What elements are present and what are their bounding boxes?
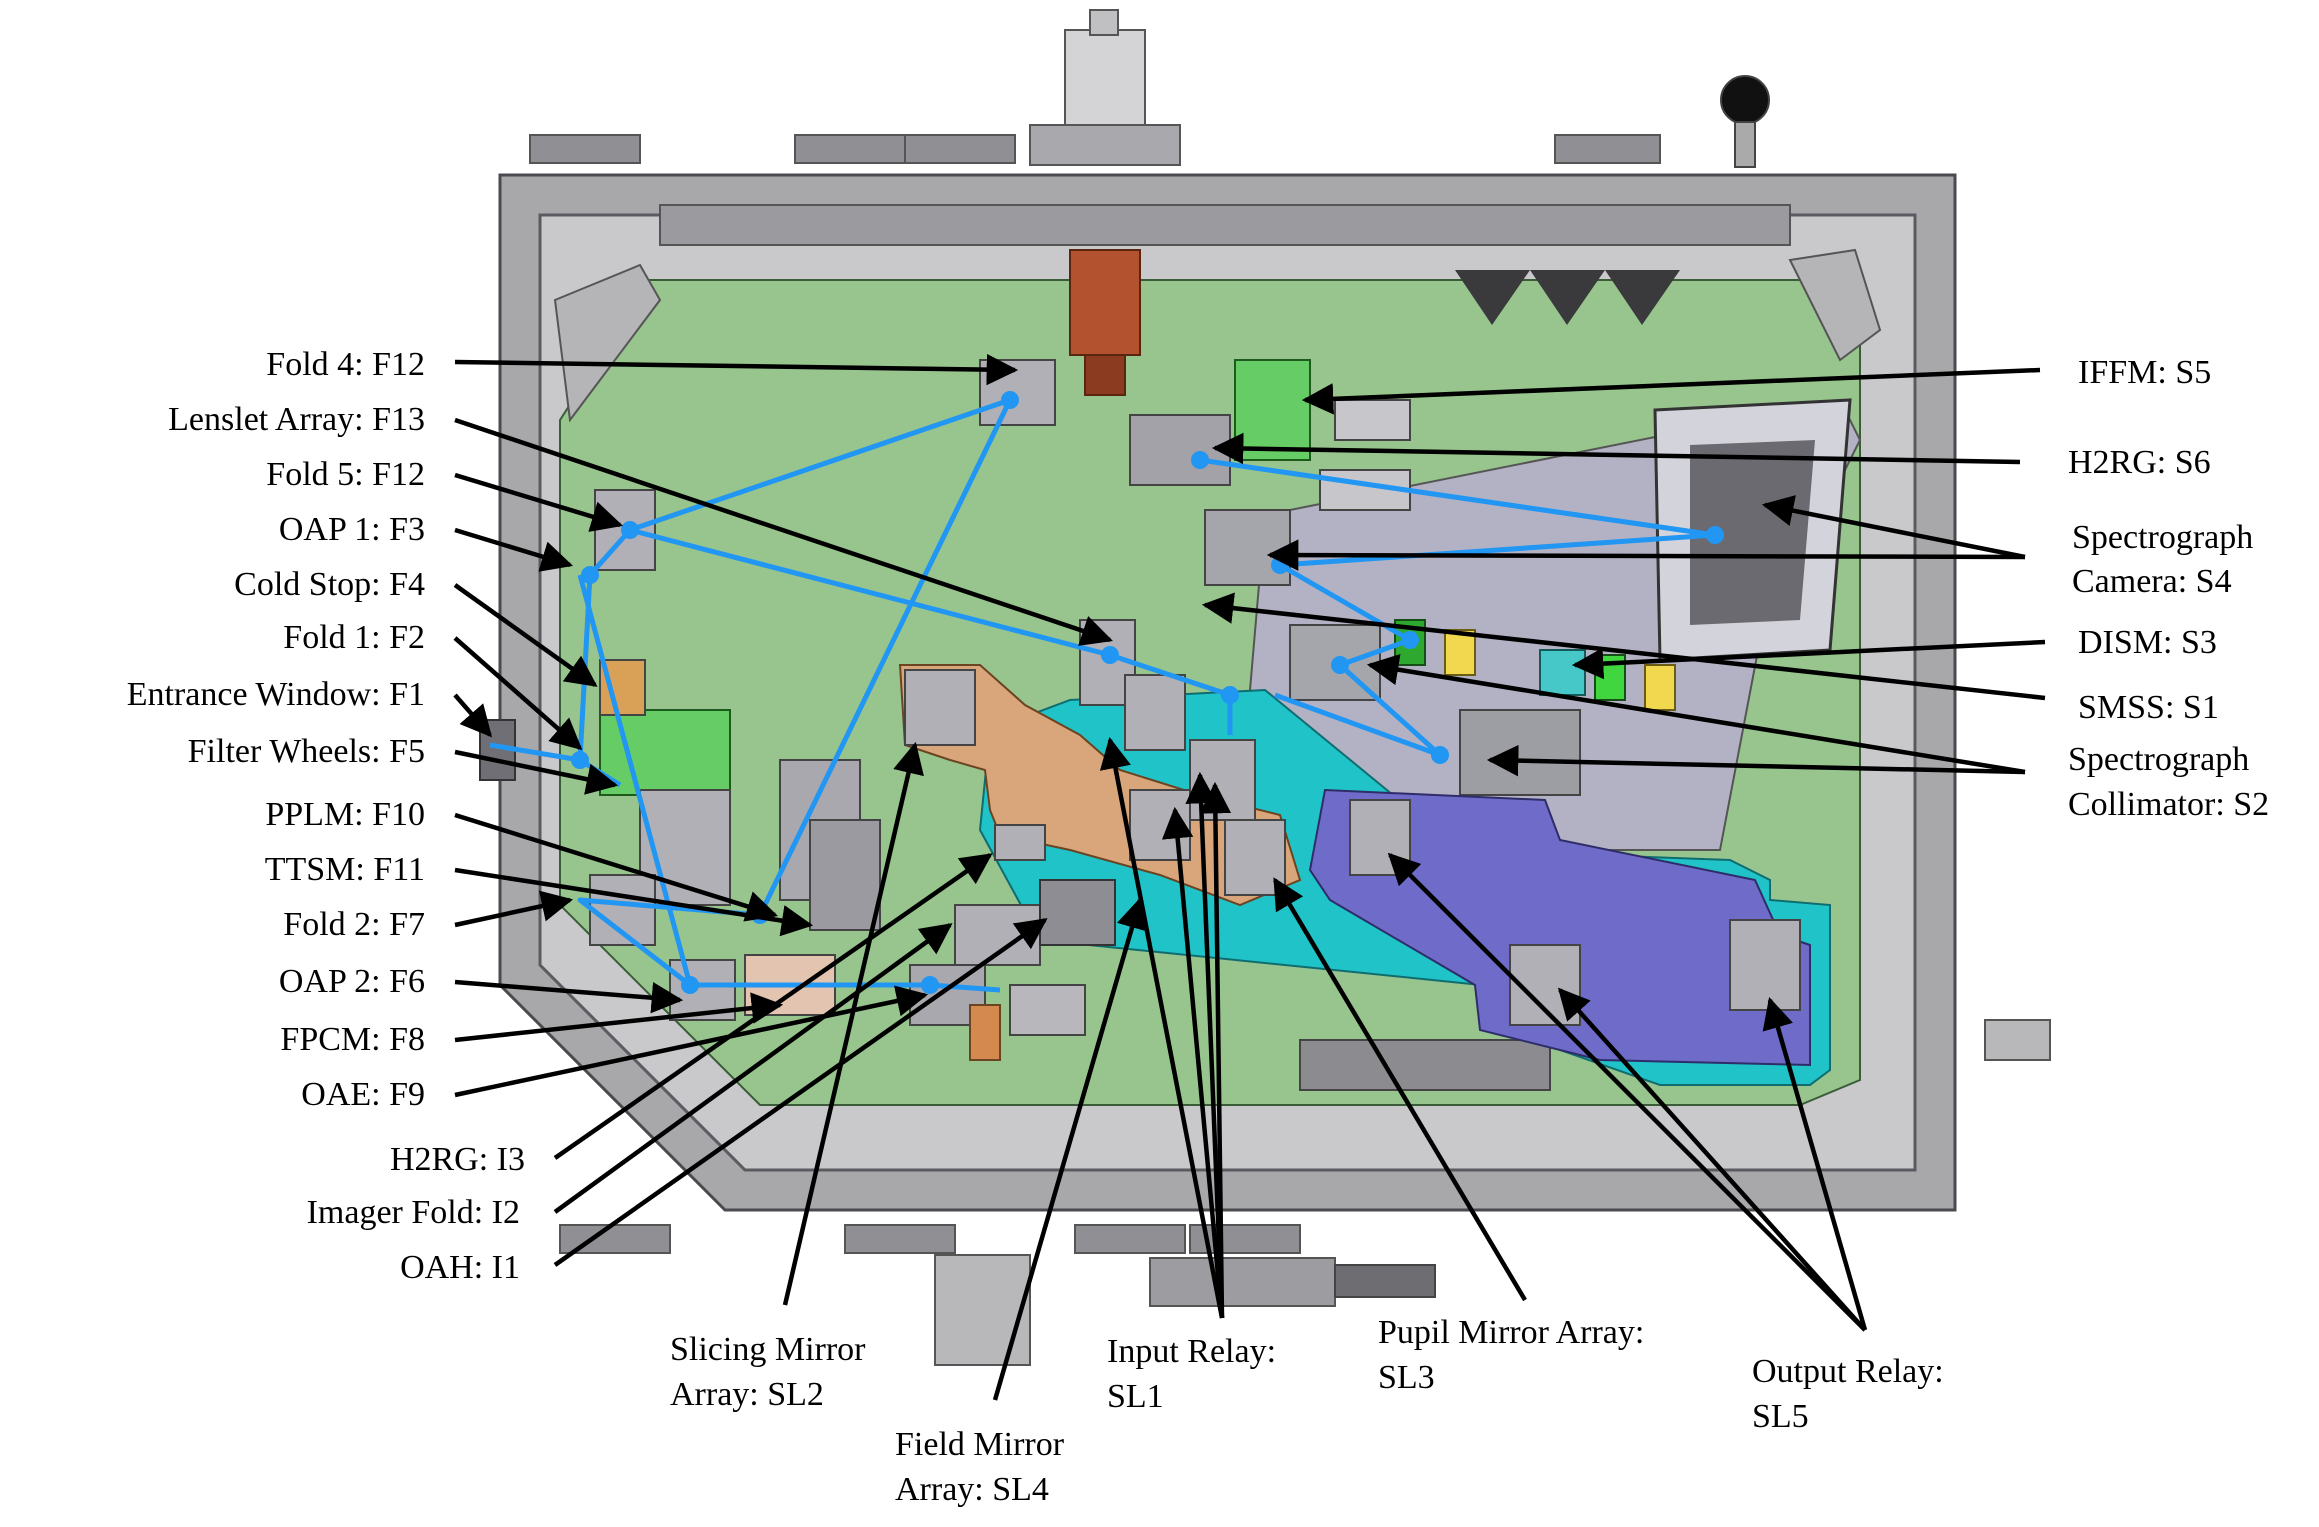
bottom-pump (934, 1254, 1031, 1366)
label-field-mirror-line2: Array: SL4 (895, 1471, 1049, 1508)
label-oah: OAH: I1 (400, 1249, 520, 1286)
label-lenslet-array: Lenslet Array: F13 (168, 401, 425, 438)
label-pplm: PPLM: F10 (265, 796, 425, 833)
h2rg-s6-tube (1334, 399, 1411, 441)
label-oap2: OAP 2: F6 (279, 963, 425, 1000)
smss-element (1539, 649, 1586, 696)
beam-nodes (571, 391, 1724, 994)
slicer-plate-orange (898, 664, 1302, 907)
label-slicing-mirror-line2: Array: SL2 (670, 1376, 824, 1413)
label-spec-collimator-line2: Collimator: S2 (2068, 786, 2269, 823)
slicer-region (898, 619, 1831, 1086)
label-oae: OAE: F9 (301, 1076, 425, 1113)
label-pupil-mirror-line1: Pupil Mirror Array: (1378, 1314, 1644, 1351)
label-input-relay-line2: SL1 (1107, 1378, 1164, 1415)
entrance-port (1069, 249, 1141, 396)
label-spec-camera-line1: Spectrograph (2072, 519, 2253, 556)
label-fold5: Fold 5: F12 (266, 456, 425, 493)
imager-elbow (969, 1004, 1001, 1061)
label-output-relay-line2: SL5 (1752, 1398, 1809, 1435)
label-filter-wheels: Filter Wheels: F5 (188, 733, 425, 770)
left-labels: Fold 4: F12 Lenslet Array: F13 Fold 5: F… (127, 346, 525, 1286)
label-fold4: Fold 4: F12 (266, 346, 425, 383)
slicer-mounts (904, 619, 1801, 1026)
label-smss: SMSS: S1 (2078, 689, 2219, 726)
label-fold2: Fold 2: F7 (283, 906, 425, 943)
ttsm-mount (809, 819, 881, 931)
fore-optics-region (479, 359, 1116, 1061)
label-input-relay-line1: Input Relay: (1107, 1333, 1276, 1370)
label-output-relay-line1: Output Relay: (1752, 1353, 1944, 1390)
dism-element-2 (1444, 629, 1476, 676)
top-flanges (529, 134, 1661, 1254)
top-right-valve (1720, 75, 1770, 168)
label-pupil-mirror-line2: SL3 (1378, 1359, 1435, 1396)
bottom-actuator (1334, 1264, 1436, 1298)
top-rail (659, 204, 1791, 246)
h2rg-i3-mount (1039, 879, 1116, 946)
label-dism: DISM: S3 (2078, 624, 2217, 661)
bottom-linkage (1149, 1257, 1336, 1307)
label-ttsm: TTSM: F11 (265, 851, 425, 888)
spec-camera-mount (1204, 509, 1291, 586)
label-fold1: Fold 1: F2 (283, 619, 425, 656)
collimator-mount (1459, 709, 1581, 796)
label-oap1: OAP 1: F3 (279, 511, 425, 548)
label-field-mirror-line1: Field Mirror (895, 1426, 1065, 1463)
top-pump (1029, 9, 1181, 166)
iffm-module (1234, 359, 1311, 461)
corner-brackets (553, 248, 1882, 423)
bottom-baffle (1299, 1039, 1551, 1091)
label-iffm: IFFM: S5 (2078, 354, 2211, 391)
label-h2rg-i3: H2RG: I3 (390, 1141, 525, 1178)
imager-tube (1009, 984, 1086, 1036)
label-h2rg-s6: H2RG: S6 (2068, 444, 2211, 481)
label-entrance-window: Entrance Window: F1 (127, 676, 425, 713)
bottom-labels: Slicing Mirror Array: SL2 Field Mirror A… (670, 1314, 1944, 1508)
leader-arrows (453, 353, 2046, 1401)
right-labels: IFFM: S5 H2RG: S6 Spectrograph Camera: S… (2068, 354, 2269, 823)
baffles (1455, 270, 1680, 325)
label-cold-stop: Cold Stop: F4 (234, 566, 425, 603)
output-relay-plate (1308, 788, 1811, 1067)
label-imager-fold: Imager Fold: I2 (307, 1194, 520, 1231)
label-fpcm: FPCM: F8 (280, 1021, 425, 1058)
label-spec-collimator-line1: Spectrograph (2068, 741, 2249, 778)
label-slicing-mirror-line1: Slicing Mirror (670, 1331, 866, 1368)
right-valve (1984, 1019, 2051, 1061)
camera-box-interior (1690, 440, 1815, 625)
dism-element-4 (1644, 664, 1676, 711)
h2rg-s6-mount (1129, 414, 1231, 486)
label-spec-camera-line2: Camera: S4 (2072, 563, 2232, 600)
